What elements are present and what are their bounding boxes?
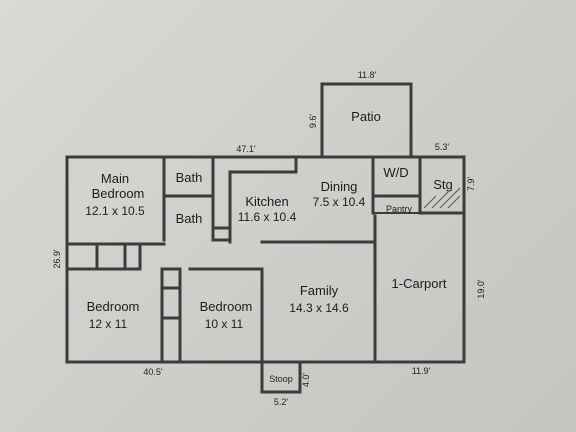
outer-wall — [65, 155, 466, 364]
stg-label: Stg — [433, 177, 453, 192]
dim-patio-depth: 9.6' — [308, 114, 318, 129]
bedroom-mid-label: Bedroom — [200, 299, 253, 314]
main-bedroom-size: 12.1 x 10.5 — [85, 204, 145, 218]
main-bedroom-label: Main — [101, 171, 129, 186]
kitchen-size: 11.6 x 10.4 — [238, 210, 297, 224]
bedroom-left-size: 12 x 11 — [89, 317, 128, 331]
pantry-label: Pantry — [386, 204, 413, 214]
dim-house-bottom: 40.5' — [143, 367, 163, 377]
dining-label: Dining — [321, 179, 358, 194]
stoop-label: Stoop — [269, 374, 293, 384]
interior-walls — [65, 155, 466, 364]
stoop-outline — [260, 360, 302, 394]
dim-carport-width: 11.9' — [412, 366, 431, 376]
patio-label: Patio — [351, 109, 381, 124]
dim-house-depth: 26.9' — [52, 249, 62, 269]
dim-stg-depth: 7.9' — [466, 177, 476, 192]
dim-stoop-depth: 4.0' — [301, 373, 311, 388]
dim-stg-width: 5.3' — [435, 142, 450, 152]
bedroom-mid-size: 10 x 11 — [205, 317, 244, 331]
wd-label: W/D — [383, 165, 408, 180]
storage-hatch — [423, 187, 461, 209]
kitchen-label: Kitchen — [245, 194, 288, 209]
carport-label: 1-Carport — [392, 276, 447, 291]
main-bedroom-label-2: Bedroom — [92, 186, 145, 201]
dining-size: 7.5 x 10.4 — [313, 195, 366, 209]
bath-lower-label: Bath — [176, 211, 203, 226]
bedroom-left-label: Bedroom — [87, 299, 140, 314]
bath-upper-label: Bath — [176, 170, 203, 185]
family-size: 14.3 x 14.6 — [289, 301, 349, 315]
patio-outline — [320, 82, 413, 159]
dim-carport-depth: 19.0' — [476, 279, 486, 299]
family-label: Family — [300, 283, 339, 298]
dim-stoop-width: 5.2' — [274, 397, 289, 407]
dim-patio-width: 11.8' — [358, 70, 377, 80]
dim-house-top: 47.1' — [236, 144, 256, 154]
